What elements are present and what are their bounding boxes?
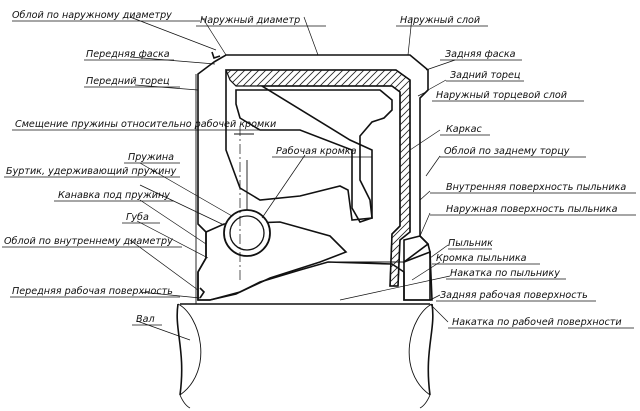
outer-diameter-flash-mark: [211, 51, 221, 60]
label-shaft: Вал: [136, 314, 155, 325]
label-spring-offset: Смещение пружины относительно рабочей кр…: [15, 118, 276, 130]
right-labels: Задняя фаска Задний торец Наружный торце…: [430, 49, 636, 329]
label-dust-knurl: Накатка по пыльнику: [450, 268, 560, 279]
shaft-body: [176, 303, 434, 409]
label-spring: Пружина: [128, 152, 174, 163]
label-rear-working-surface: Задняя рабочая поверхность: [440, 289, 588, 301]
inner-diameter-flash-mark: [199, 287, 206, 299]
label-rear-chamfer: Задняя фаска: [445, 49, 516, 60]
label-rear-face: Задний торец: [450, 70, 521, 81]
label-inner-diameter-flash: Облой по внутреннему диаметру: [4, 235, 173, 247]
dust-lip: [328, 250, 433, 301]
seal-cavity: [235, 89, 430, 264]
label-front-chamfer: Передняя фаска: [86, 49, 170, 60]
label-inner-dust-surface: Внутренняя поверхность пыльника: [446, 182, 626, 193]
label-working-surface-knurl: Накатка по рабочей поверхности: [452, 316, 622, 328]
label-outer-layer: Наружный слой: [400, 15, 480, 26]
garter-spring: [223, 209, 271, 257]
spring-offset-dimension: [234, 126, 254, 282]
leader-lines: [129, 16, 456, 341]
label-spring-bead: Буртик, удерживающий пружину: [6, 166, 177, 177]
label-rear-face-flash: Облой по заднему торцу: [444, 145, 570, 157]
label-dust-lip: Пыльник: [448, 238, 493, 249]
sealing-lip: [197, 221, 348, 301]
top-labels: Наружный диаметр Наружный слой Рабочая к…: [196, 15, 488, 158]
label-outer-face-layer: Наружный торцевой слой: [436, 90, 567, 101]
label-outer-diameter-flash: Облой по наружному диаметру: [12, 9, 172, 21]
label-dust-lip-edge: Кромка пыльника: [436, 253, 527, 264]
label-front-working-surface: Передняя рабочая поверхность: [12, 285, 173, 297]
label-lip: Губа: [126, 211, 149, 223]
metal-frame: [225, 69, 411, 287]
label-front-face: Передний торец: [86, 76, 170, 87]
label-working-edge: Рабочая кромка: [276, 145, 357, 157]
label-outer-dust-surface: Наружная поверхность пыльника: [446, 204, 618, 215]
label-spring-groove: Канавка под пружину: [58, 190, 170, 201]
label-outer-diameter: Наружный диаметр: [200, 15, 300, 26]
label-frame: Каркас: [446, 124, 482, 135]
left-labels: Облой по наружному диаметру Передняя фас…: [2, 9, 286, 326]
